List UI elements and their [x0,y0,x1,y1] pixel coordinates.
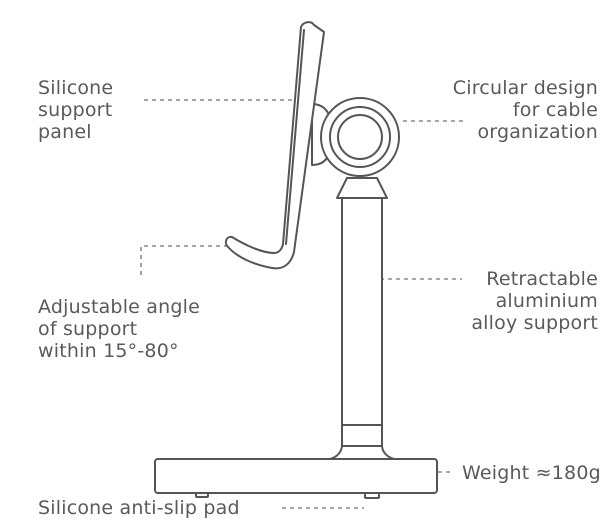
callout-line: alloy support [471,312,598,334]
callout-adjustable-angle: Adjustable angle of support within 15°-8… [38,296,200,362]
column-neck [336,177,388,199]
callout-line: Silicone [38,77,114,99]
callout-line: support [38,99,113,121]
anti-slip-pad-right [364,492,380,499]
callout-line: Retractable [486,268,598,290]
support-panel-inner-edge [285,29,305,245]
cable-organizer-hole [337,114,383,160]
callout-line: for cable [512,99,598,121]
column-foot [329,444,395,460]
callout-line: Circular design [452,77,598,99]
callout-anti-slip-pad: Silicone anti-slip pad [38,497,240,519]
stand-base [154,458,438,494]
callout-line: Adjustable angle [38,296,201,318]
aluminium-column [341,197,383,447]
callout-line: organization [477,121,598,143]
cable-organizer-ring [329,106,391,168]
callout-line: within 15°-80° [38,340,179,362]
leader-adjustable-angle [140,245,230,275]
support-panel [224,21,325,270]
callout-silicone-support-panel: Silicone support panel [38,77,113,143]
callout-line: of support [38,318,138,340]
callout-line: panel [38,121,92,143]
callout-weight: Weight ≈180g [462,462,601,484]
callout-retractable-support: Retractable aluminium alloy support [471,268,598,334]
anti-slip-pad-left [195,492,209,498]
callout-circular-design: Circular design for cable organization [453,77,598,143]
callout-line: aluminium [495,290,598,312]
